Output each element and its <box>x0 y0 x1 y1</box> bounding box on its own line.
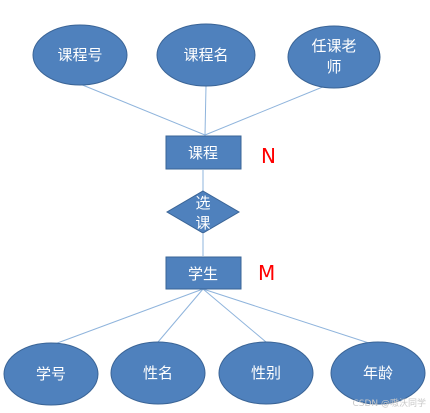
relationship-label-line1: 选 <box>195 194 210 212</box>
attribute-teacher: 任课老 师 <box>287 25 381 89</box>
attribute-student-no: 学号 <box>3 342 99 406</box>
connector-lines <box>51 83 376 346</box>
watermark: CSDN @嗷沃同学 <box>352 397 426 409</box>
attribute-teacher-label-line1: 任课老 <box>311 37 356 55</box>
attribute-gender: 性别 <box>218 341 314 405</box>
line-course-no-to-course <box>79 83 206 136</box>
attribute-student-no-shape <box>3 342 99 406</box>
attribute-teacher-label-line2: 师 <box>326 58 341 76</box>
cardinality-student: M <box>258 261 275 285</box>
attribute-course-name-label: 课程名 <box>183 46 228 64</box>
attribute-course-name-shape <box>156 23 256 87</box>
entity-course-label: 课程 <box>188 144 218 162</box>
attribute-name: 性名 <box>110 341 206 405</box>
attribute-course-no-label: 课程号 <box>57 46 102 64</box>
relationship-select-course-shape <box>166 190 240 234</box>
attribute-course-name: 课程名 <box>156 23 256 87</box>
attribute-age-shape <box>330 341 426 405</box>
line-student-to-gender <box>202 288 267 343</box>
entity-student: 学生 <box>165 256 242 290</box>
attribute-gender-label: 性别 <box>251 364 281 382</box>
attribute-name-label: 性名 <box>143 364 173 382</box>
relationship-select-course: 选 课 <box>166 190 240 234</box>
attribute-age-label: 年龄 <box>363 364 393 382</box>
line-teacher-to-course <box>204 83 331 136</box>
line-course-name-to-course <box>204 85 207 136</box>
attribute-course-no-shape <box>32 24 128 86</box>
cardinality-course: N <box>261 144 276 168</box>
entity-course: 课程 <box>165 135 242 170</box>
attribute-teacher-shape <box>287 25 381 89</box>
attribute-name-shape <box>110 341 206 405</box>
attribute-gender-shape <box>218 341 314 405</box>
line-student-to-name <box>157 288 204 343</box>
entity-course-shape <box>165 135 242 170</box>
entity-student-shape <box>165 256 242 290</box>
attribute-course-no: 课程号 <box>32 24 128 86</box>
line-student-to-student-no <box>51 288 204 346</box>
relationship-label-line2: 课 <box>195 214 210 232</box>
entity-student-label: 学生 <box>188 265 218 283</box>
attribute-age: 年龄 <box>330 341 426 405</box>
line-student-to-age <box>202 288 376 346</box>
attribute-student-no-label: 学号 <box>36 365 66 383</box>
